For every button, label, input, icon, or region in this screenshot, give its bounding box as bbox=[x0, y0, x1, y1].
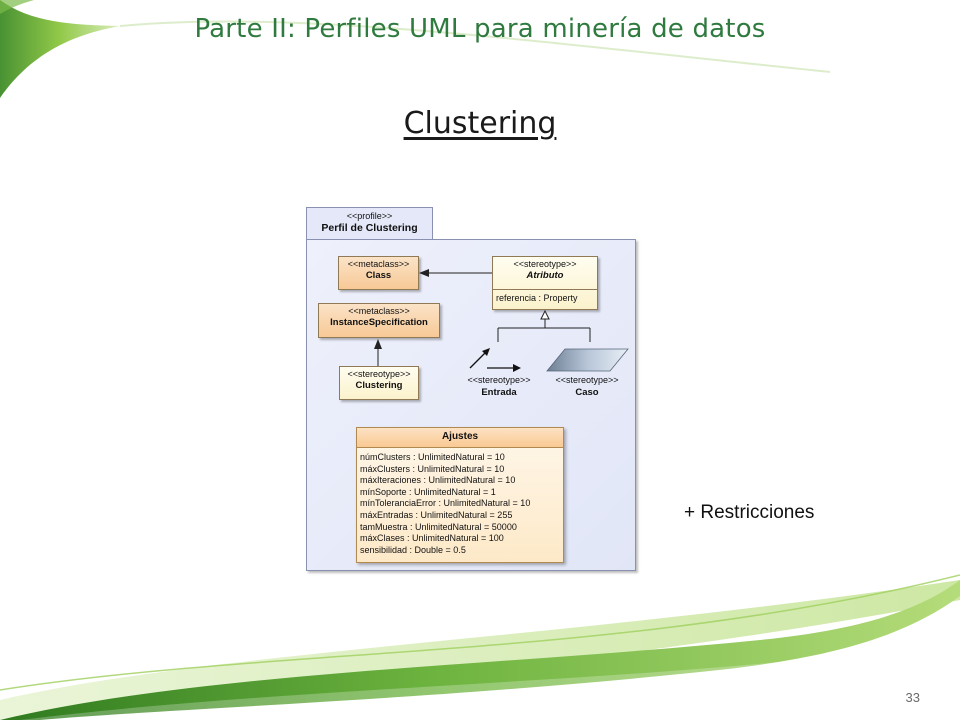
stereotype-atributo: <<stereotype>> Atributo referencia : Pro… bbox=[492, 256, 598, 310]
slide-title: Parte II: Perfiles UML para minería de d… bbox=[194, 14, 766, 44]
stereotype-clustering: <<stereotype>> Clustering bbox=[339, 366, 419, 400]
entrada-name: Entrada bbox=[481, 387, 517, 398]
ajustes-attribute: máxIteraciones : UnlimitedNatural = 10 bbox=[360, 475, 516, 486]
ajustes-name: Ajustes bbox=[357, 428, 563, 448]
metaclass-class-stereotype: <<metaclass>> bbox=[347, 259, 410, 269]
metaclass-instance-specification: <<metaclass>> InstanceSpecification bbox=[318, 303, 440, 338]
page-number: 33 bbox=[905, 690, 920, 705]
ajustes-attribute: máxClases : UnlimitedNatural = 100 bbox=[360, 533, 504, 544]
class-ajustes: Ajustes númClusters : UnlimitedNatural =… bbox=[356, 427, 564, 563]
ajustes-attribute: máxClusters : UnlimitedNatural = 10 bbox=[360, 463, 505, 474]
atributo-attribute: referencia : Property bbox=[496, 293, 578, 303]
restrictions-note: + Restricciones bbox=[684, 502, 815, 523]
ajustes-attributes: númClusters : UnlimitedNatural = 10 máxC… bbox=[357, 448, 563, 556]
ajustes-attribute: tamMuestra : UnlimitedNatural = 50000 bbox=[360, 521, 517, 532]
entrada-stereotype: <<stereotype>> bbox=[467, 375, 531, 385]
metaclass-class-name: Class bbox=[365, 270, 392, 281]
atributo-name: Atributo bbox=[526, 270, 564, 281]
instance-name: InstanceSpecification bbox=[330, 317, 428, 328]
atributo-stereotype: <<stereotype>> bbox=[513, 259, 577, 269]
package-stereotype: <<profile>> bbox=[346, 211, 393, 221]
stereotype-caso: <<stereotype>> Caso bbox=[544, 375, 630, 398]
stereotype-entrada: <<stereotype>> Entrada bbox=[456, 375, 542, 398]
ajustes-attribute: sensibilidad : Double = 0.5 bbox=[360, 544, 466, 555]
caso-stereotype: <<stereotype>> bbox=[555, 375, 619, 385]
ajustes-attribute: máxEntradas : UnlimitedNatural = 255 bbox=[360, 509, 513, 520]
clustering-name: Clustering bbox=[355, 380, 403, 391]
ajustes-attribute: númClusters : UnlimitedNatural = 10 bbox=[360, 452, 505, 462]
profile-package-tab: <<profile>> Perfil de Clustering bbox=[306, 207, 433, 240]
caso-name: Caso bbox=[575, 387, 599, 398]
atributo-separator bbox=[493, 289, 597, 290]
clustering-stereotype: <<stereotype>> bbox=[347, 369, 411, 379]
ajustes-attribute: mínSoporte : UnlimitedNatural = 1 bbox=[360, 486, 496, 497]
package-name: Perfil de Clustering bbox=[321, 222, 418, 234]
instance-stereotype: <<metaclass>> bbox=[348, 306, 410, 316]
slide-subtitle: Clustering bbox=[403, 106, 557, 141]
metaclass-class: <<metaclass>> Class bbox=[338, 256, 419, 290]
ajustes-attribute: mínToleranciaError : UnlimitedNatural = … bbox=[360, 498, 531, 509]
